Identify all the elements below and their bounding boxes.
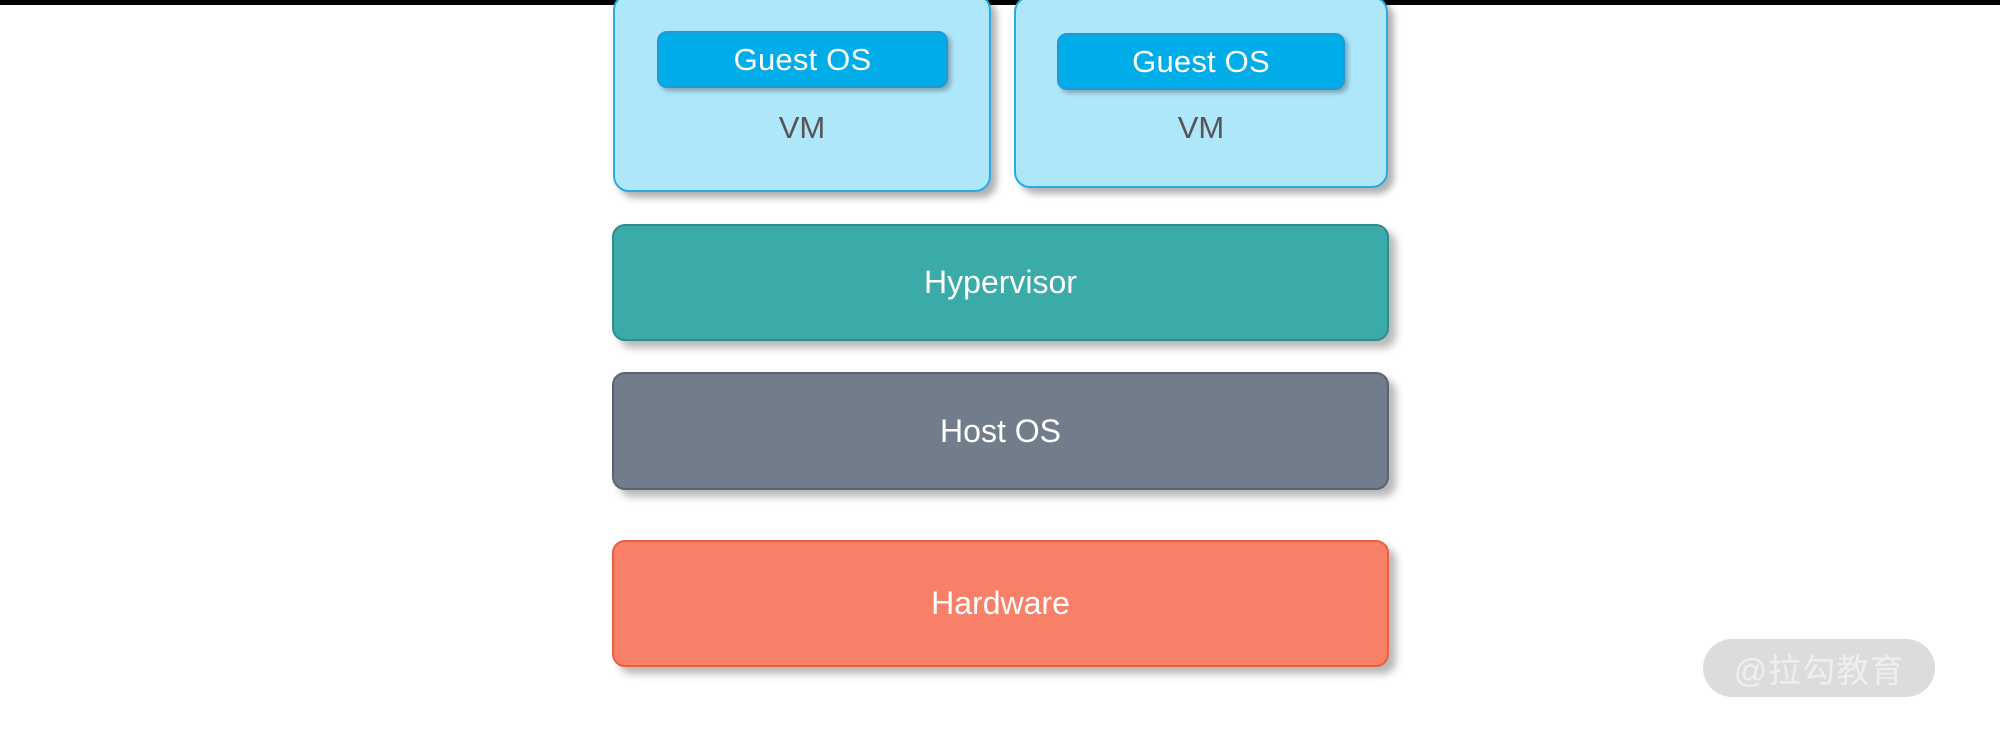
watermark-text: @拉勾教育 bbox=[1733, 652, 1905, 689]
vm-label-1: VM bbox=[778, 110, 826, 145]
vm-container-1: Guest OS VM bbox=[613, 0, 991, 192]
vm-label-2: VM bbox=[1177, 110, 1225, 145]
layer-host-os: Host OS bbox=[612, 372, 1389, 490]
layer-hardware: Hardware bbox=[612, 540, 1389, 667]
layer-hypervisor: Hypervisor bbox=[612, 224, 1389, 341]
watermark-badge: @拉勾教育 bbox=[1703, 639, 1935, 697]
layer-hardware-label: Hardware bbox=[931, 585, 1070, 621]
layer-hypervisor-label: Hypervisor bbox=[924, 264, 1077, 300]
layer-host-os-label: Host OS bbox=[940, 412, 1061, 449]
top-black-bar bbox=[0, 0, 2000, 5]
guest-os-label-1: Guest OS bbox=[733, 41, 872, 77]
guest-os-box-1: Guest OS bbox=[657, 31, 948, 88]
guest-os-box-2: Guest OS bbox=[1057, 33, 1345, 90]
vm-container-2: Guest OS VM bbox=[1014, 0, 1388, 188]
guest-os-label-2: Guest OS bbox=[1132, 43, 1270, 79]
